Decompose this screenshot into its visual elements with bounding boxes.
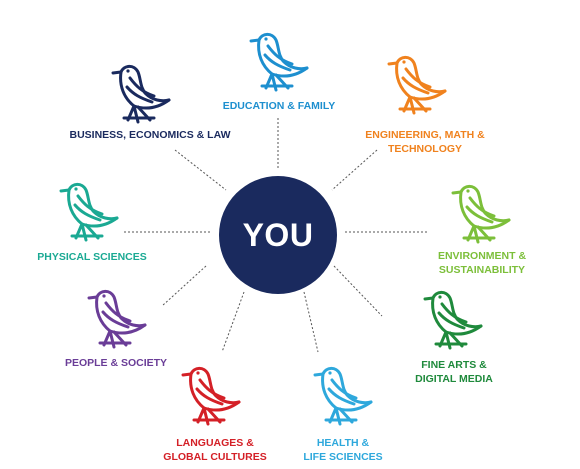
bird-icon-physical bbox=[56, 178, 120, 244]
connector-fine-arts bbox=[333, 265, 383, 317]
you-circle: YOU bbox=[219, 176, 337, 294]
bird-icon-engineering bbox=[384, 51, 448, 117]
label-education: EDUCATION & FAMILY bbox=[222, 100, 336, 112]
label-engineering: ENGINEERING, MATH & TECHNOLOGY bbox=[365, 129, 485, 155]
bird-icon-business bbox=[108, 60, 172, 126]
label-physical: PHYSICAL SCIENCES bbox=[37, 251, 147, 263]
label-environment: ENVIRONMENT & SUSTAINABILITY bbox=[437, 250, 527, 276]
label-business: BUSINESS, ECONOMICS & LAW bbox=[69, 129, 231, 141]
bird-icon-languages bbox=[178, 362, 242, 428]
label-health: HEALTH & LIFE SCIENCES bbox=[303, 437, 383, 463]
connector-people bbox=[161, 265, 207, 307]
label-people: PEOPLE & SOCIETY bbox=[64, 357, 168, 369]
bird-icon-people bbox=[84, 285, 148, 351]
bird-icon-health bbox=[310, 362, 374, 428]
you-label: YOU bbox=[242, 216, 314, 253]
connector-business bbox=[174, 149, 227, 191]
label-fine-arts: FINE ARTS & DIGITAL MEDIA bbox=[415, 359, 493, 385]
bird-icon-education bbox=[246, 28, 310, 94]
bird-icon-fine-arts bbox=[420, 286, 484, 352]
connector-engineering bbox=[331, 149, 378, 191]
bird-icon-environment bbox=[448, 180, 512, 246]
connector-languages bbox=[221, 291, 245, 353]
connector-health bbox=[303, 291, 319, 353]
label-languages: LANGUAGES & GLOBAL CULTURES bbox=[163, 437, 267, 463]
